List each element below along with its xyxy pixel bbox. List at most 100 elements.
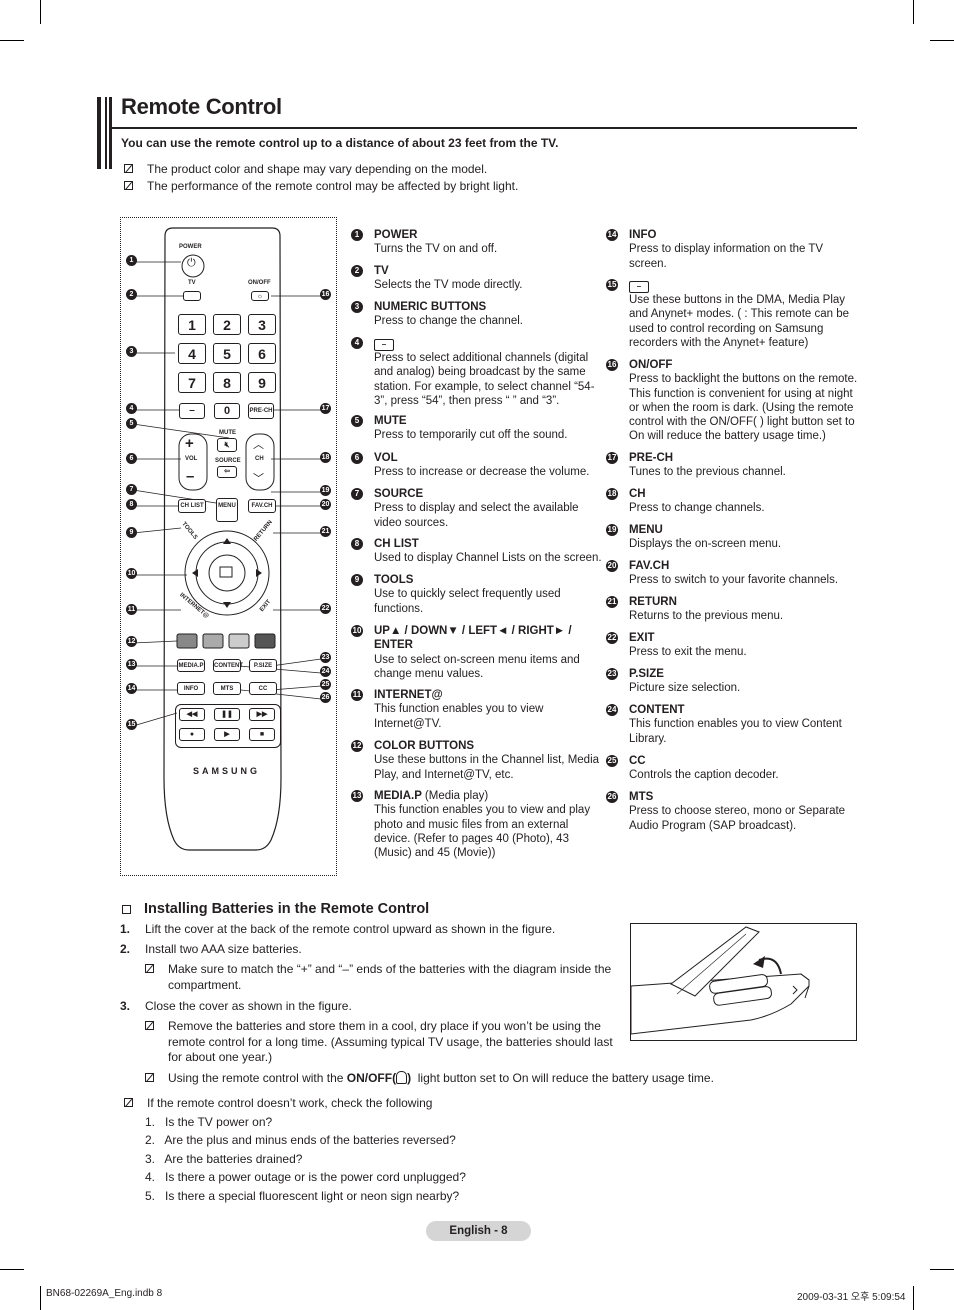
title-decoration-line <box>109 97 112 169</box>
item-heading: – <box>629 278 859 293</box>
callout-marker: 26 <box>320 692 331 703</box>
psize-button[interactable]: P.SIZE <box>249 659 277 672</box>
callout-marker: 24 <box>320 666 331 677</box>
onoff-label: ON/OFF <box>248 280 271 286</box>
dash-button[interactable]: – <box>179 403 205 419</box>
vol-plus-icon[interactable]: + <box>185 435 194 452</box>
callout-marker: 25 <box>320 679 331 690</box>
item-body: Press to switch to your favorite channel… <box>629 574 839 587</box>
source-button[interactable]: ⇦ <box>217 466 237 478</box>
item-heading: MEDIA.P (Media play) <box>374 790 489 802</box>
info-button[interactable]: INFO <box>177 682 205 695</box>
troubleshoot-item: 2. Are the plus and minus ends of the ba… <box>145 1133 456 1148</box>
item-body: This function enables you to view Conten… <box>629 718 842 745</box>
pause-button[interactable]: ❚❚ <box>214 708 240 721</box>
note-icon <box>145 964 154 973</box>
chlist-button[interactable]: CH LIST <box>178 499 206 513</box>
button-glyph-icon: – <box>629 281 649 293</box>
item-number-badge: 24 <box>606 704 618 716</box>
battery-step-1: 1. Lift the cover at the back of the rem… <box>120 922 556 936</box>
callout-marker: 19 <box>320 485 331 496</box>
digit-button[interactable]: 2 <box>213 314 241 335</box>
battery-step-3: 3. Close the cover as shown in the figur… <box>120 999 352 1013</box>
item-heading: NUMERIC BUTTONS <box>374 301 487 313</box>
item-number-badge: 19 <box>606 524 618 536</box>
item-heading: ON/OFF <box>629 359 673 371</box>
cc-button[interactable]: CC <box>249 682 277 695</box>
menu-button[interactable]: MENU <box>216 498 238 522</box>
ch-up-icon[interactable]: ︿ <box>253 439 264 451</box>
item-number-badge: 6 <box>351 452 363 464</box>
digit-button[interactable]: 6 <box>248 343 276 364</box>
light-bulb-icon <box>396 1071 408 1084</box>
power-icon[interactable]: ⏻ <box>187 257 196 269</box>
prech-button[interactable]: PRE-CH <box>248 403 274 419</box>
source-label: SOURCE <box>215 458 241 464</box>
rewind-button[interactable]: ◀◀ <box>179 708 205 721</box>
item-number-badge: 8 <box>351 538 363 550</box>
troubleshoot-item: 1. Is the TV power on? <box>145 1115 273 1129</box>
item-body: This function enables you to view and pl… <box>374 804 591 860</box>
title-rule <box>112 127 857 129</box>
callout-marker: 14 <box>126 683 137 694</box>
item-number-badge: 11 <box>351 689 363 701</box>
item-body: Press to temporarily cut off the sound. <box>374 429 568 442</box>
note-icon <box>124 164 133 173</box>
item-heading: MENU <box>629 524 663 536</box>
record-button[interactable]: ● <box>179 728 205 741</box>
note-icon <box>145 1073 154 1082</box>
item-heading: COLOR BUTTONS <box>374 740 475 752</box>
onoff-button[interactable]: ☼ <box>251 291 269 301</box>
item-body: Turns the TV on and off. <box>374 243 498 256</box>
tv-button[interactable] <box>183 291 201 301</box>
item-heading: PRE-CH <box>629 452 674 464</box>
item-body: Use to select on-screen menu items and c… <box>374 653 580 680</box>
battery-illustration <box>630 926 810 1035</box>
item-body: Use these buttons in the DMA, Media Play… <box>629 294 850 349</box>
item-body: Press to display information on the TV s… <box>629 243 824 270</box>
digit-zero-button[interactable]: 0 <box>214 403 240 419</box>
vol-minus-icon[interactable]: – <box>186 468 195 485</box>
digit-button[interactable]: 9 <box>248 372 276 393</box>
digit-button[interactable]: 1 <box>178 314 206 335</box>
callout-marker: 10 <box>126 568 137 579</box>
play-button[interactable]: ▶ <box>214 728 240 741</box>
digit-button[interactable]: 5 <box>213 343 241 364</box>
item-heading: P.SIZE <box>629 668 664 680</box>
digit-button[interactable]: 3 <box>248 314 276 335</box>
digit-button[interactable]: 4 <box>178 343 206 364</box>
ch-label: CH <box>255 456 264 462</box>
item-heading: MUTE <box>374 415 407 427</box>
stop-button[interactable]: ■ <box>249 728 275 741</box>
item-body: Press to backlight the buttons on the re… <box>629 373 858 443</box>
mediap-button[interactable]: MEDIA.P <box>177 659 205 672</box>
item-body: Displays the on-screen menu. <box>629 538 782 551</box>
digit-button[interactable]: 8 <box>213 372 241 393</box>
fast-forward-button[interactable]: ▶▶ <box>249 708 275 721</box>
item-body: This function enables you to view Intern… <box>374 703 544 730</box>
item-number-badge: 26 <box>606 791 618 803</box>
item-number-badge: 15 <box>606 279 618 291</box>
content-button[interactable]: CONTENT <box>213 659 243 672</box>
digit-button[interactable]: 7 <box>178 372 206 393</box>
item-number-badge: 3 <box>351 301 363 313</box>
page-title: Remote Control <box>121 94 282 119</box>
mts-button[interactable]: MTS <box>213 682 241 695</box>
mute-label: MUTE <box>219 430 236 436</box>
mute-button[interactable]: 🔇︎ <box>217 438 237 452</box>
item-number-badge: 10 <box>351 625 363 637</box>
ch-down-icon[interactable]: ﹀ <box>253 473 264 485</box>
item-number-badge: 7 <box>351 488 363 500</box>
favch-button[interactable]: FAV.CH <box>248 499 276 513</box>
